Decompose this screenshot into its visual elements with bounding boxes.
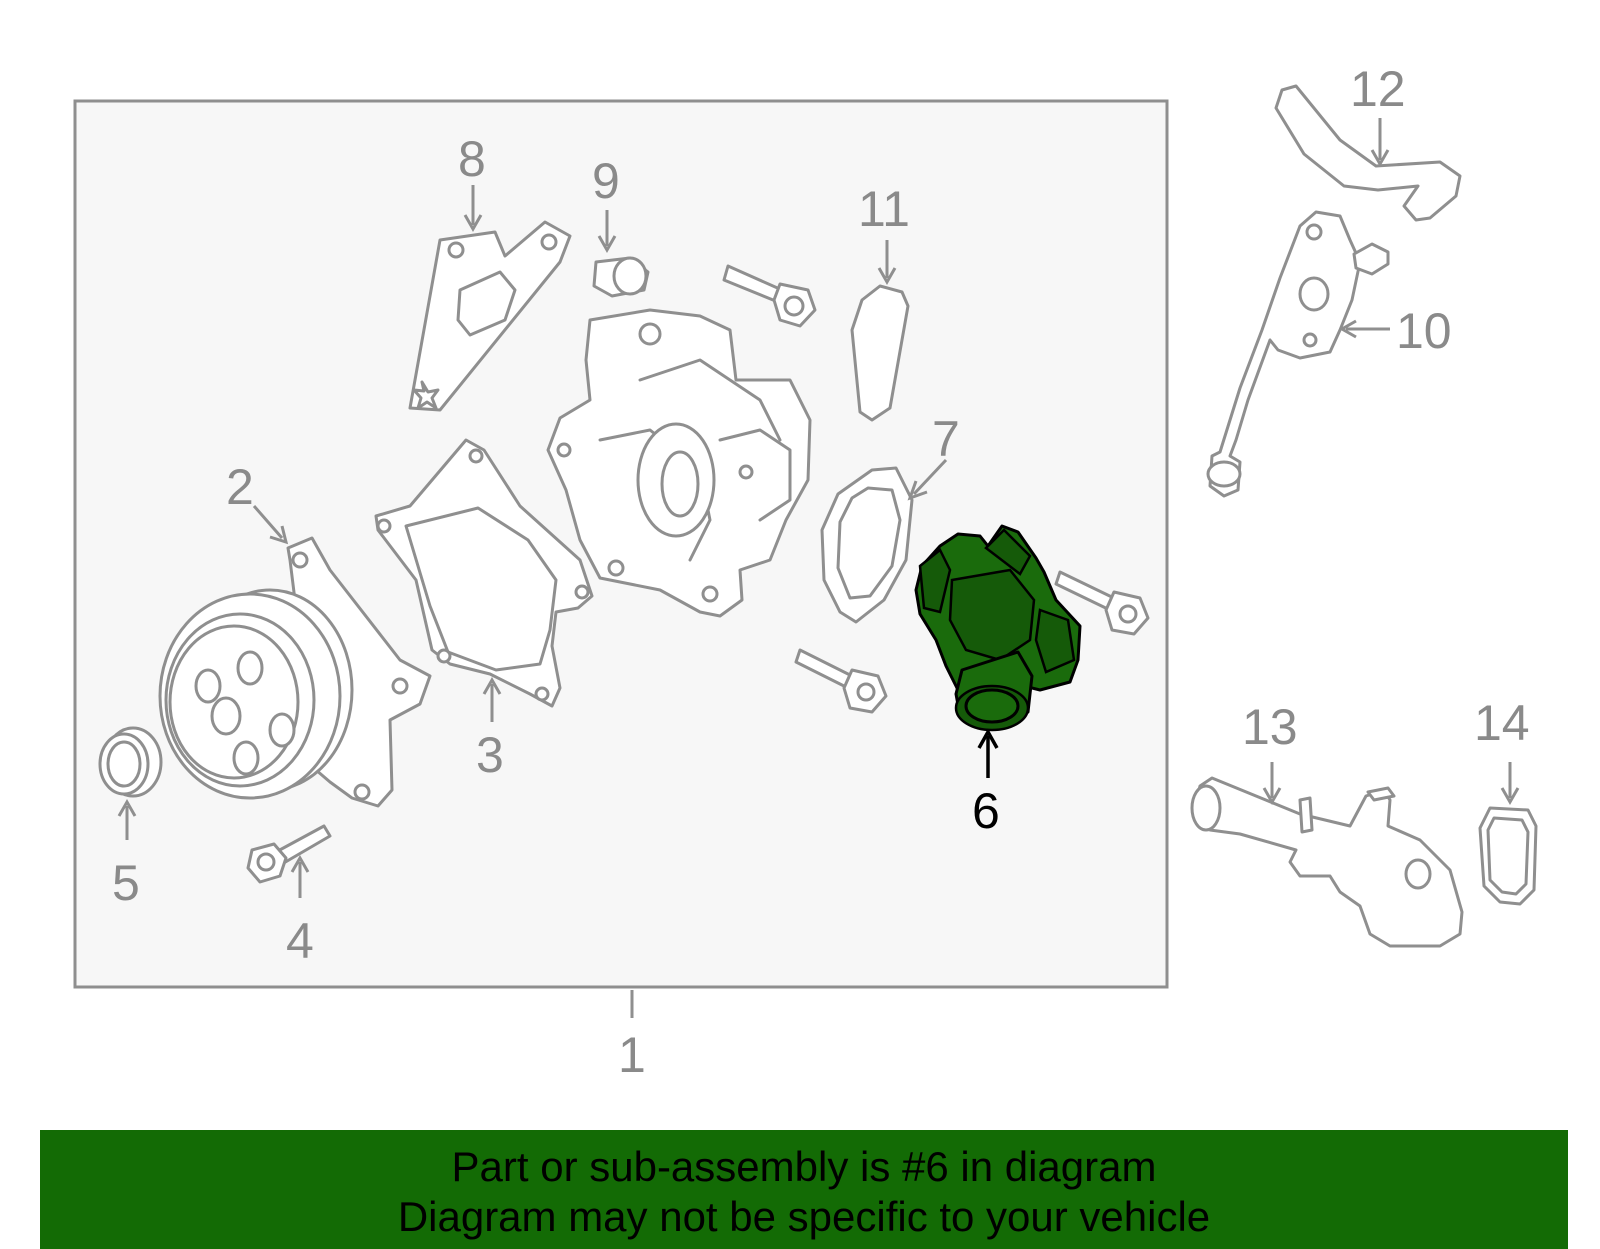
pump-housing[interactable] [546,308,812,618]
bolt-lower[interactable] [794,648,888,714]
bolt-upper[interactable] [722,264,817,328]
part-9-bushing[interactable] [592,256,650,298]
banner-line-1: Part or sub-assembly is #6 in diagram [451,1143,1157,1190]
callout-3: 3 [476,727,504,783]
part-4-bolt[interactable] [246,824,332,884]
callout-8: 8 [458,131,486,187]
banner-line-2: Diagram may not be specific to your vehi… [397,1193,1211,1240]
part-13-pipe[interactable] [1190,776,1464,948]
callout-6: 6 [972,783,1000,839]
info-banner: Part or sub-assembly is #6 in diagram Di… [40,1130,1568,1249]
callout-11: 11 [858,181,910,237]
callout-5: 5 [112,855,140,911]
part-7-gasket[interactable] [820,466,914,624]
callout-1: 1 [618,1027,646,1083]
callout-2: 2 [226,459,254,515]
callout-10: 10 [1396,303,1452,359]
part-12-hose[interactable] [1274,84,1462,222]
callout-7: 7 [932,411,960,467]
part-8-bracket[interactable] [408,220,572,412]
part-10-pipe[interactable] [1206,210,1390,498]
callout-13: 13 [1242,699,1298,755]
part-5-seal[interactable] [98,726,163,798]
callout-14: 14 [1474,695,1530,751]
callout-12: 12 [1350,61,1406,117]
part-2-water-pump[interactable] [158,536,432,808]
bolt-right[interactable] [1054,570,1150,636]
part-14-seal[interactable] [1478,806,1538,906]
callout-9: 9 [592,153,620,209]
part-6-thermostat-housing[interactable] [914,524,1082,732]
part-11-gasket[interactable] [850,284,910,422]
part-3-gasket[interactable] [374,438,594,708]
callout-4: 4 [286,913,314,969]
